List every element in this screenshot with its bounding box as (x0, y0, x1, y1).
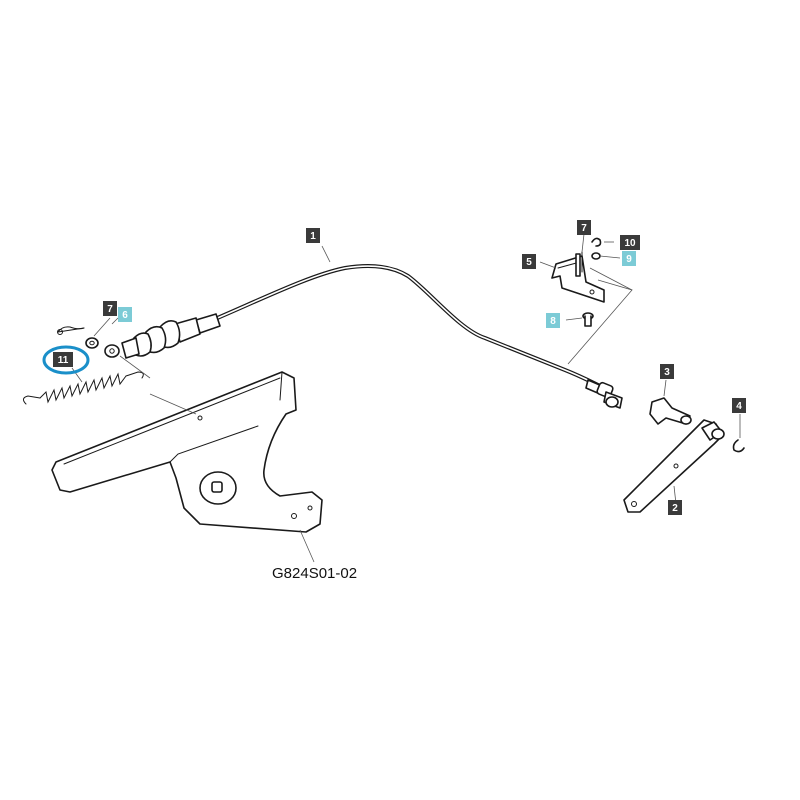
svg-text:4: 4 (736, 401, 742, 412)
washer-small-right (591, 252, 601, 260)
clip-ring (591, 237, 602, 247)
cotter-pin-left (57, 326, 85, 335)
svg-text:7: 7 (581, 223, 587, 234)
cable-boot (104, 313, 221, 359)
leader-lines (71, 233, 741, 563)
svg-text:11: 11 (58, 355, 69, 366)
callout-4: 4 (732, 398, 746, 413)
diagram-reference-code: G824S01-02 (272, 565, 357, 582)
callout-1: 1 (306, 228, 320, 243)
cable-bracket (551, 253, 605, 303)
svg-text:3: 3 (664, 367, 670, 378)
callout-7-right: 7 (577, 220, 591, 235)
pedal-mount-bracket (51, 371, 323, 533)
svg-text:2: 2 (672, 503, 678, 514)
cable (104, 264, 623, 409)
callout-9: 9 (622, 251, 636, 266)
svg-text:7: 7 (107, 304, 113, 315)
svg-text:10: 10 (624, 238, 636, 249)
callout-11: 11 (53, 352, 73, 367)
callout-8: 8 (546, 313, 560, 328)
svg-text:6: 6 (122, 310, 128, 321)
clevis-pin (649, 397, 692, 425)
svg-text:8: 8 (550, 316, 556, 327)
svg-text:5: 5 (526, 257, 532, 268)
lever-arm (623, 419, 725, 513)
callout-3: 3 (660, 364, 674, 379)
highlight-ring (42, 345, 90, 375)
tension-spring (22, 371, 144, 405)
svg-text:9: 9 (626, 254, 632, 265)
e-clip (732, 439, 745, 453)
callout-7-left: 7 (103, 301, 117, 316)
bolt (582, 312, 594, 327)
washer-left (85, 337, 99, 349)
svg-text:1: 1 (310, 231, 316, 242)
cable-end-fitting (585, 379, 623, 409)
callout-2: 2 (668, 500, 682, 515)
callout-10: 10 (620, 235, 640, 250)
callout-5: 5 (522, 254, 536, 269)
callout-6: 6 (118, 307, 132, 322)
